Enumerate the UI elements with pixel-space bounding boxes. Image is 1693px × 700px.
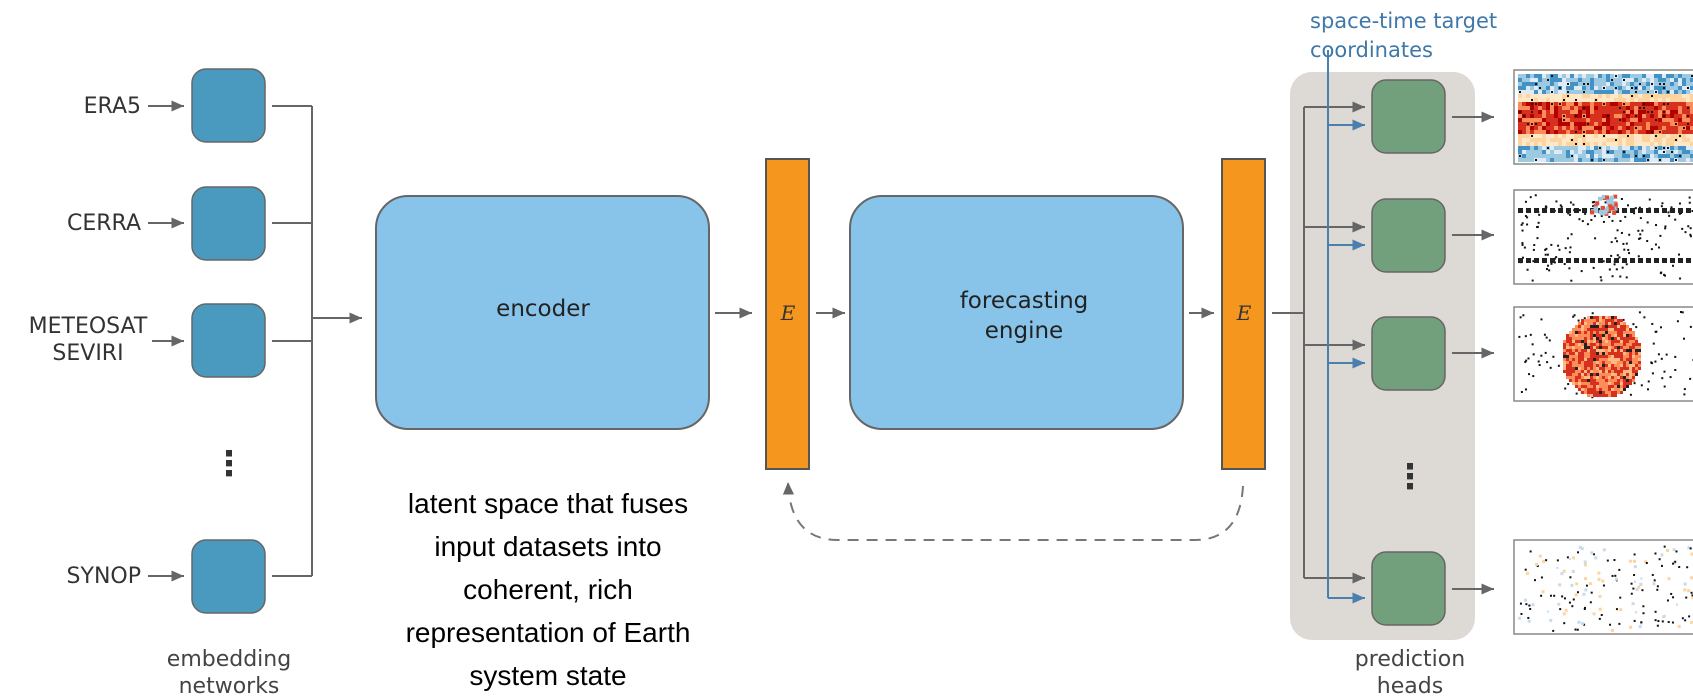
- output-map-3: [1513, 306, 1693, 402]
- latent-caption-line2: input datasets into: [434, 531, 661, 562]
- embedding-network-synop: [191, 539, 266, 614]
- coords-caption-line1: space-time target: [1310, 9, 1497, 33]
- input-label-synop: SYNOP: [67, 564, 141, 589]
- input-label-era5: ERA5: [84, 94, 141, 119]
- heads-caption-line2: heads: [1377, 674, 1443, 699]
- input-label-cerra: CERRA: [67, 211, 141, 236]
- prediction-head-4: [1371, 551, 1446, 626]
- latent-caption-line5: system state: [469, 660, 626, 691]
- prediction-head-3: [1371, 316, 1446, 391]
- embedding-network-meteosat: [191, 303, 266, 378]
- latent-caption-line4: representation of Earth: [406, 617, 691, 648]
- forecast-label-line2: engine: [985, 318, 1063, 344]
- embedding-ellipsis: ⋮: [212, 444, 246, 484]
- embedding-merge-lines: [272, 105, 362, 577]
- prediction-head-2: [1371, 198, 1446, 273]
- output-arrows: [1452, 111, 1494, 595]
- latent-caption-line3: coherent, rich: [463, 574, 633, 605]
- encoder-label: encoder: [496, 296, 590, 322]
- latent-caption-line1: latent space that fuses: [408, 488, 688, 519]
- latent-space-caption: latent space that fuses input datasets i…: [406, 488, 691, 691]
- latent-bar-1: [765, 158, 810, 470]
- embedding-network-cerra: [191, 186, 266, 261]
- embedding-caption-line2: networks: [179, 674, 280, 699]
- output-map-4: [1513, 539, 1693, 635]
- forecast-label-line1: forecasting: [960, 288, 1089, 314]
- output-map-2: [1513, 189, 1693, 285]
- coordinate-lines: [1327, 50, 1365, 604]
- coords-caption-line2: coordinates: [1310, 38, 1433, 62]
- output-map-1: [1513, 69, 1693, 165]
- embedding-network-era5: [191, 68, 266, 143]
- heads-ellipsis: ⋮: [1393, 457, 1427, 497]
- latent-bar-2: [1221, 158, 1266, 470]
- forecasting-engine-box: [849, 195, 1184, 430]
- encoder-box: [375, 195, 710, 430]
- input-label-meteosat: METEOSAT: [29, 314, 148, 339]
- embedding-caption-line1: embedding: [167, 647, 291, 672]
- latent-bar-1-symbol: E: [780, 301, 796, 325]
- prediction-head-1: [1371, 79, 1446, 154]
- input-label-seviri: SEVIRI: [52, 341, 123, 366]
- autoregressive-loop-arrow: [782, 481, 1244, 541]
- input-arrows: [148, 100, 184, 582]
- heads-caption-line1: prediction: [1355, 647, 1465, 672]
- latent-bar-2-symbol: E: [1236, 301, 1252, 325]
- head-fanout-lines: [1272, 101, 1365, 584]
